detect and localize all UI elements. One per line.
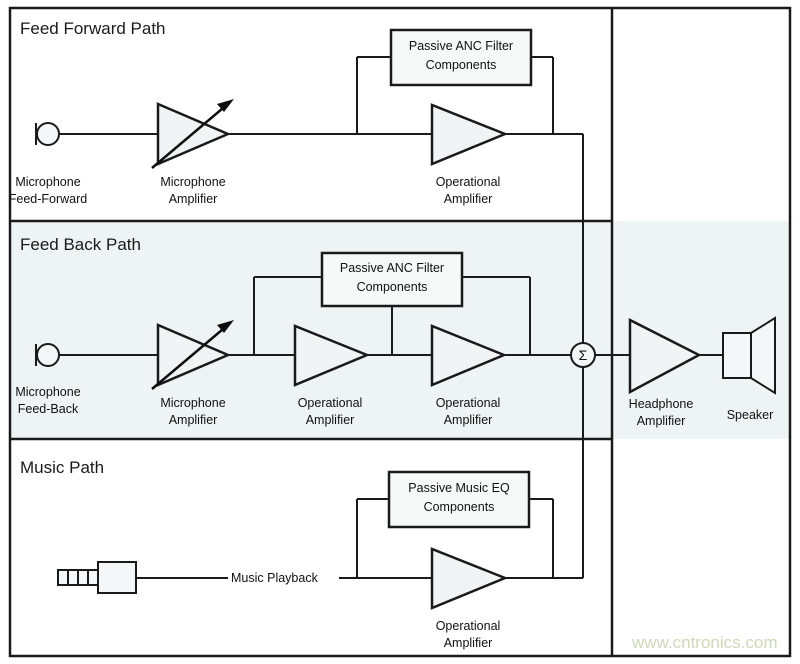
speaker-icon bbox=[722, 316, 776, 395]
headphone-amplifier-symbol bbox=[628, 317, 702, 395]
fb-op-amp2-label-line2: Amplifier bbox=[444, 413, 493, 427]
microphone-feed-forward-icon bbox=[35, 122, 60, 146]
section-title-music: Music Path bbox=[20, 458, 104, 477]
fb-op-amp1-label-line2: Amplifier bbox=[306, 413, 355, 427]
fb-op-amp1-label-line1: Operational bbox=[298, 396, 363, 410]
fb-microphone-label-line2: Feed-Back bbox=[18, 402, 79, 416]
summing-node: Σ bbox=[570, 342, 596, 368]
fb-mic-amp-label-line2: Amplifier bbox=[169, 413, 218, 427]
music-passive-eq-box bbox=[387, 470, 531, 529]
watermark-text: www.cntronics.com bbox=[631, 633, 777, 652]
fb-operational-amplifier-2-symbol bbox=[430, 324, 508, 387]
music-operational-amplifier-symbol bbox=[430, 547, 509, 610]
ff-filter-box-line2: Components bbox=[426, 58, 497, 72]
fb-operational-amplifier-1-symbol bbox=[293, 324, 371, 387]
music-op-amp-label-line2: Amplifier bbox=[444, 636, 493, 650]
ff-op-amp-label-line1: Operational bbox=[436, 175, 501, 189]
ff-microphone-label-line1: Microphone bbox=[15, 175, 80, 189]
music-op-amp-label-line1: Operational bbox=[436, 619, 501, 633]
ff-mic-amp-label-line1: Microphone bbox=[160, 175, 225, 189]
ff-mic-amp-label-line2: Amplifier bbox=[169, 192, 218, 206]
fb-mic-amp-label-line1: Microphone bbox=[160, 396, 225, 410]
fb-filter-box-line2: Components bbox=[357, 280, 428, 294]
music-eq-box-line2: Components bbox=[424, 500, 495, 514]
speaker-label: Speaker bbox=[727, 408, 774, 422]
ff-microphone-amplifier-symbol bbox=[151, 99, 234, 169]
fb-passive-anc-filter-box bbox=[320, 251, 464, 308]
headphone-amp-label-line1: Headphone bbox=[629, 397, 694, 411]
ff-filter-box-line1: Passive ANC Filter bbox=[409, 39, 513, 53]
music-playback-label: Music Playback bbox=[231, 571, 319, 585]
fb-microphone-label-line1: Microphone bbox=[15, 385, 80, 399]
ff-microphone-label-line2: Feed-Forward bbox=[9, 192, 88, 206]
ff-operational-amplifier-symbol bbox=[430, 103, 509, 166]
microphone-feed-back-icon bbox=[35, 343, 60, 367]
ff-op-amp-label-line2: Amplifier bbox=[444, 192, 493, 206]
section-title-feed-forward: Feed Forward Path bbox=[20, 19, 166, 38]
fb-microphone-amplifier-symbol bbox=[151, 320, 234, 390]
summing-node-symbol: Σ bbox=[579, 347, 588, 363]
fb-filter-box-line1: Passive ANC Filter bbox=[340, 261, 444, 275]
headphone-amp-label-line2: Amplifier bbox=[637, 414, 686, 428]
fb-op-amp2-label-line1: Operational bbox=[436, 396, 501, 410]
section-title-feed-back: Feed Back Path bbox=[20, 235, 141, 254]
diagram-outer-frame bbox=[8, 6, 792, 658]
music-eq-box-line1: Passive Music EQ bbox=[408, 481, 510, 495]
